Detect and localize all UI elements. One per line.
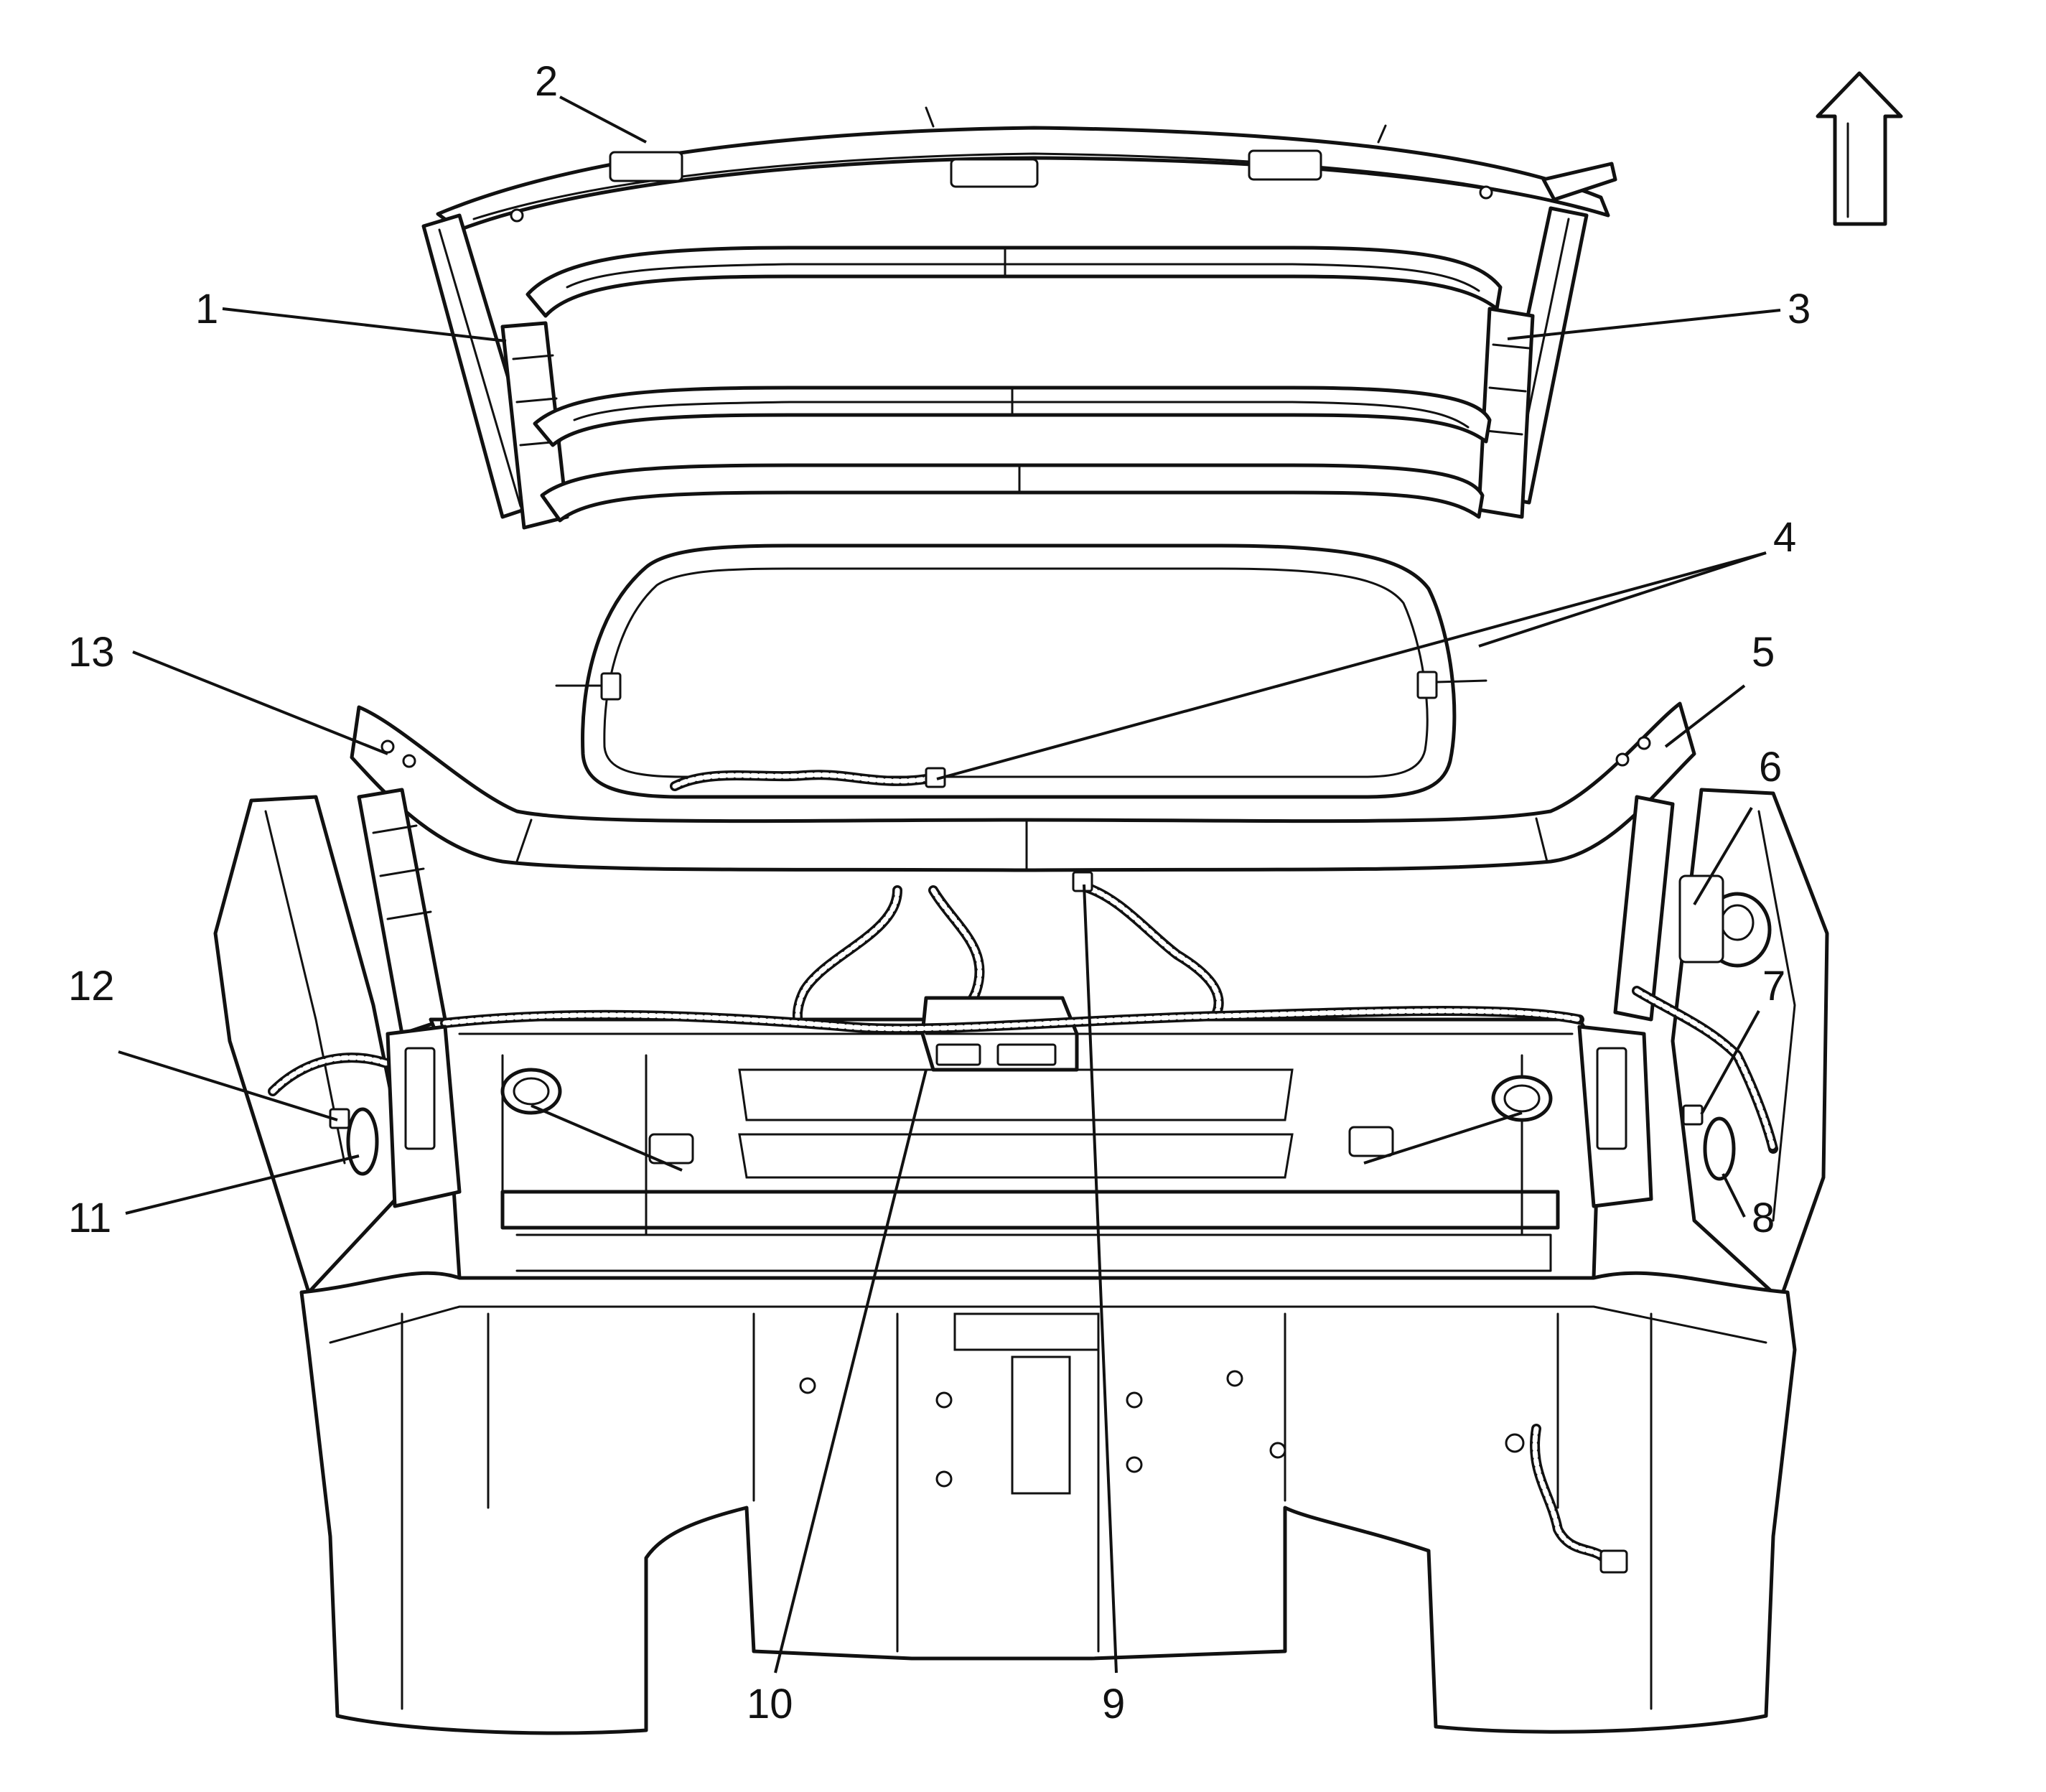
- right-side-rail: [1477, 162, 1617, 519]
- callout-3: 3: [1788, 286, 1811, 332]
- callout-12: 12: [68, 963, 115, 1009]
- right-rear-quarter: [1613, 788, 1829, 1302]
- rear-compartment-floor: [429, 1017, 1603, 1280]
- callout-5: 5: [1752, 629, 1775, 676]
- roof-bow-3: [540, 463, 1485, 523]
- right-latch-assembly: [1577, 1025, 1736, 1208]
- roof-bow-1: [525, 246, 1503, 318]
- roof-front-header-bow: [436, 106, 1610, 232]
- rear-tonneau-bow: [350, 701, 1696, 872]
- rear-window: [555, 543, 1487, 799]
- convertible-top-control-module: [920, 996, 1079, 1072]
- callout-9: 9: [1102, 1681, 1126, 1727]
- up-arrow-icon: [1816, 71, 1903, 226]
- leader-lines: [118, 95, 1781, 1674]
- convertible-top-motor: [1678, 874, 1772, 968]
- roof-bow-2: [533, 386, 1492, 447]
- callout-1: 1: [195, 286, 219, 332]
- callout-8: 8: [1752, 1195, 1775, 1241]
- callout-6: 6: [1759, 744, 1783, 790]
- left-side-rail: [421, 213, 569, 530]
- callout-7: 7: [1762, 963, 1786, 1009]
- callout-13: 13: [68, 629, 115, 676]
- callout-4: 4: [1773, 514, 1797, 561]
- callout-2: 2: [535, 58, 559, 105]
- callout-11: 11: [68, 1195, 112, 1241]
- rear-body-panel: [299, 1271, 1797, 1735]
- callout-10: 10: [747, 1681, 793, 1727]
- rear-crossmember-harness: [440, 1006, 1584, 1034]
